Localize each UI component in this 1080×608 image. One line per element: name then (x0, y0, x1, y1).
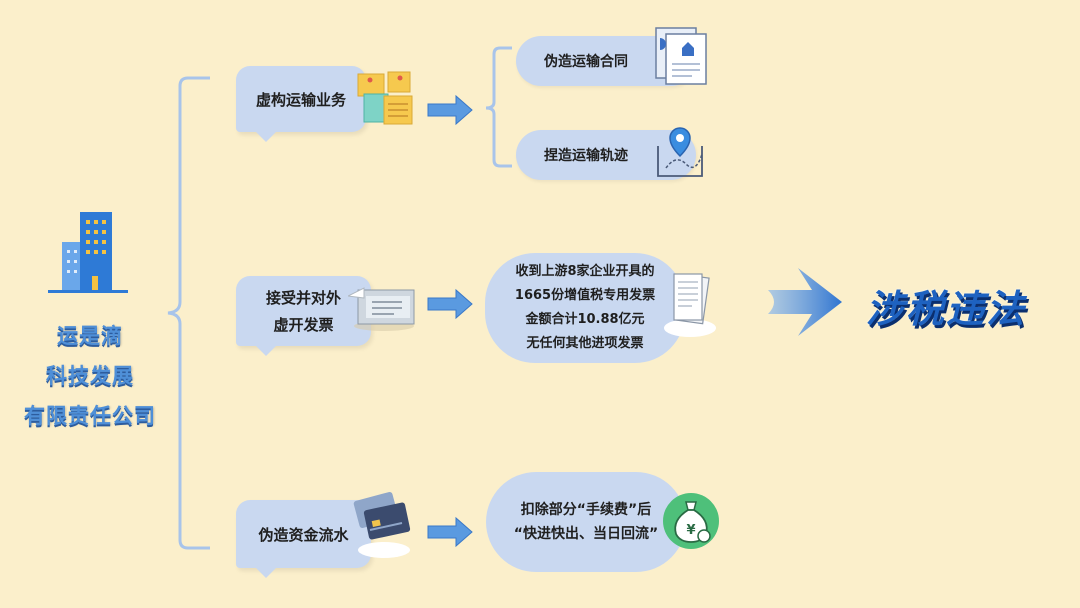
node-invoices: 接受并对外 虚开发票 (236, 276, 371, 356)
fund-flow-details-line-1: 扣除部分“手续费”后 (520, 502, 652, 518)
company-name: 运是滴 科技发展 有限责任公司 (10, 316, 170, 436)
invoice-details-line-1: 收到上游8家企业开具的 (515, 264, 655, 279)
arrow-2-icon (427, 288, 473, 320)
big-arrow-icon (768, 268, 842, 336)
fund-flow-details: 扣除部分“手续费”后 “快进快出、当日回流” (486, 472, 686, 572)
documents-icon (357, 71, 413, 125)
invoice-details-line-4: 无任何其他进项发票 (526, 336, 644, 351)
sub-item-fabricate-track-label: 捏造运输轨迹 (544, 148, 628, 164)
sub-item-fabricate-track: 捏造运输轨迹 (516, 130, 696, 180)
node-fictitious-transport-label: 虚构运输业务 (255, 90, 346, 109)
building-icon (48, 212, 128, 293)
node-invoices-line-2: 虚开发票 (273, 316, 334, 334)
money-bag-icon: ¥ (663, 493, 719, 549)
arrow-3-icon (427, 516, 473, 548)
invoice-details-line-2: 1665份增值税专用发票 (514, 288, 656, 303)
invoice-card-icon (348, 287, 415, 331)
invoice-details: 收到上游8家企业开具的 1665份增值税专用发票 金额合计10.88亿元 无任何… (485, 253, 685, 363)
arrow-1-icon (427, 94, 473, 126)
sub-bracket (485, 46, 512, 168)
result-title: 涉税违法 (866, 287, 1027, 331)
node-invoices-line-1: 接受并对外 (265, 289, 341, 307)
credit-card-icon (353, 491, 411, 558)
company-name-line-3: 有限责任公司 (24, 404, 156, 428)
node-fund-flow-label: 伪造资金流水 (258, 525, 349, 544)
company-name-line-1: 运是滴 (57, 324, 123, 348)
contract-document-icon (655, 27, 707, 85)
svg-text:¥: ¥ (686, 523, 695, 538)
node-fund-flow: 伪造资金流水 (236, 500, 371, 578)
map-pin-icon (657, 127, 703, 177)
node-fictitious-transport: 虚构运输业务 (236, 66, 366, 142)
main-bracket (167, 76, 210, 550)
company-name-line-2: 科技发展 (46, 364, 134, 388)
receipt-stack-icon (664, 273, 716, 337)
fund-flow-details-line-2: “快进快出、当日回流” (513, 526, 659, 542)
sub-item-forge-contract-label: 伪造运输合同 (544, 54, 628, 70)
invoice-details-line-3: 金额合计10.88亿元 (525, 312, 645, 327)
